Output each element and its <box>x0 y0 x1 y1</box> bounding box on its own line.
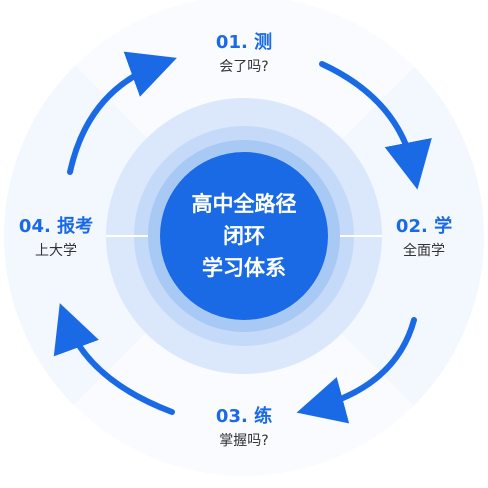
stage-4-title: 04. 报考 <box>18 216 94 237</box>
curved-arrow-icon <box>53 303 175 415</box>
stage-2-subtitle: 全面学 <box>403 243 445 259</box>
stage-3-title: 03. 练 <box>215 406 273 427</box>
curved-arrow-icon <box>296 317 417 424</box>
stage-1-title: 01. 测 <box>215 32 273 53</box>
center-line-3: 学习体系 <box>202 256 286 280</box>
center-label: 高中全路径 闭环 学习体系 <box>164 188 324 284</box>
curved-arrow-icon <box>67 51 177 175</box>
stage-2-title: 02. 学 <box>395 216 453 237</box>
center-disc <box>160 152 328 320</box>
center-line-1: 高中全路径 <box>191 192 297 216</box>
curved-arrow-icon <box>319 61 432 190</box>
stage-1-subtitle: 会了吗? <box>219 59 269 75</box>
stage-3-subtitle: 掌握吗? <box>219 433 269 449</box>
center-line-2: 闭环 <box>223 224 265 248</box>
stage-4-subtitle: 上大学 <box>35 243 77 259</box>
